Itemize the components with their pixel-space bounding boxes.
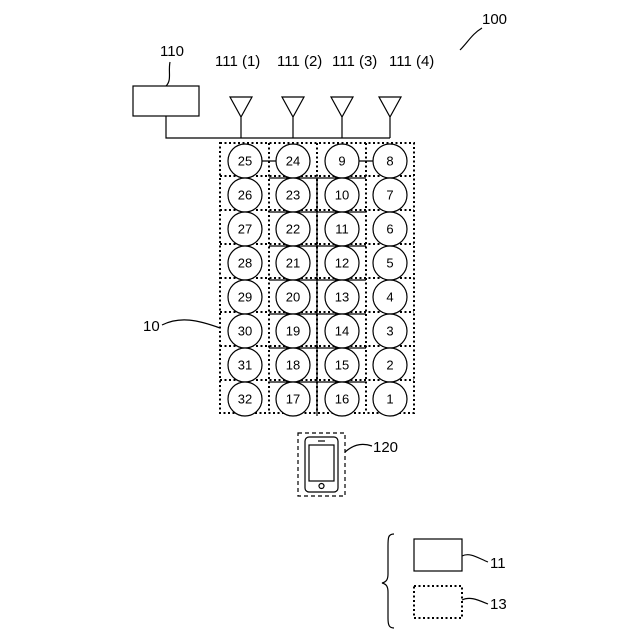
antenna-3-icon (331, 97, 353, 138)
antenna-2-icon (282, 97, 304, 138)
system-leader-line (460, 28, 482, 50)
cell-number: 12 (335, 256, 349, 271)
cell-number: 21 (286, 256, 300, 271)
cell-13: 13 (325, 280, 359, 314)
cell-1: 1 (373, 382, 407, 416)
antenna-1: 111 (1) (215, 53, 260, 138)
cell-23: 23 (276, 178, 310, 212)
cell-20: 20 (276, 280, 310, 314)
cell-28: 28 (228, 246, 262, 280)
cell-number: 29 (238, 290, 252, 305)
cell-number: 18 (286, 358, 300, 373)
cell-15: 15 (325, 348, 359, 382)
cell-29: 29 (228, 280, 262, 314)
cell-number: 8 (386, 154, 393, 169)
cell-5: 5 (373, 246, 407, 280)
cell-number: 15 (335, 358, 349, 373)
cell-number: 11 (335, 222, 349, 237)
cell-number: 2 (386, 358, 393, 373)
antenna-3: 111 (3) (331, 53, 377, 138)
cell-grid: 2524982623107272211628211252920134301914… (220, 143, 414, 416)
antenna-2-label: 111 (2) (277, 53, 322, 70)
cell-31: 31 (228, 348, 262, 382)
cell-26: 26 (228, 178, 262, 212)
cell-12: 12 (325, 246, 359, 280)
cell-number: 20 (286, 290, 300, 305)
area-label: 10 (143, 318, 160, 335)
legend-solid-leader-line (462, 555, 488, 562)
cell-number: 14 (335, 324, 349, 339)
cell-14: 14 (325, 314, 359, 348)
cell-number: 17 (286, 392, 300, 407)
cell-number: 28 (238, 256, 252, 271)
cell-number: 6 (386, 222, 393, 237)
cell-number: 31 (238, 358, 252, 373)
cell-number: 26 (238, 188, 252, 203)
legend-solid-label: 11 (490, 555, 506, 572)
controller-leader-line (166, 62, 170, 86)
cell-16: 16 (325, 382, 359, 416)
legend-dotted-leader-line (462, 598, 488, 604)
terminal-label: 120 (373, 439, 398, 456)
area-leader-line (162, 320, 220, 328)
antenna-2: 111 (2) (277, 53, 322, 138)
cell-number: 16 (335, 392, 349, 407)
controller-label: 110 (160, 43, 184, 60)
cell-11: 11 (325, 212, 359, 246)
cell-number: 23 (286, 188, 300, 203)
cell-27: 27 (228, 212, 262, 246)
cell-25: 25 (228, 144, 262, 178)
cell-22: 22 (276, 212, 310, 246)
antenna-4-label: 111 (4) (389, 53, 434, 70)
legend-brace (382, 534, 394, 628)
cell-number: 10 (335, 188, 349, 203)
antenna-4: 111 (4) (379, 53, 434, 138)
cell-number: 27 (238, 222, 252, 237)
cell-9: 9 (325, 144, 359, 178)
cell-number: 4 (386, 290, 393, 305)
antenna-bus-line (166, 116, 390, 138)
cell-number: 32 (238, 392, 252, 407)
cell-30: 30 (228, 314, 262, 348)
cell-32: 32 (228, 382, 262, 416)
cell-4: 4 (373, 280, 407, 314)
antenna-3-label: 111 (3) (332, 53, 377, 70)
cell-17: 17 (276, 382, 310, 416)
cell-number: 30 (238, 324, 252, 339)
system-label: 100 (482, 11, 507, 28)
controller-box (133, 86, 199, 116)
cell-10: 10 (325, 178, 359, 212)
cell-number: 19 (286, 324, 300, 339)
antenna-1-label: 111 (1) (215, 53, 260, 70)
legend-solid-box (414, 539, 462, 571)
cell-number: 3 (386, 324, 393, 339)
cell-24: 24 (276, 144, 310, 178)
cell-number: 5 (386, 256, 393, 271)
smartphone-icon (305, 437, 338, 492)
cell-number: 1 (386, 392, 393, 407)
legend-dotted-box (414, 586, 462, 618)
cell-19: 19 (276, 314, 310, 348)
cell-3: 3 (373, 314, 407, 348)
terminal-leader-line (345, 444, 372, 452)
cell-8: 8 (373, 144, 407, 178)
cell-21: 21 (276, 246, 310, 280)
cell-number: 22 (286, 222, 300, 237)
cell-number: 9 (338, 154, 345, 169)
cell-6: 6 (373, 212, 407, 246)
cell-2: 2 (373, 348, 407, 382)
legend-dotted-label: 13 (490, 596, 507, 613)
antenna-4-icon (379, 97, 401, 138)
cell-number: 13 (335, 290, 349, 305)
cell-number: 25 (238, 154, 252, 169)
cell-18: 18 (276, 348, 310, 382)
antenna-1-icon (230, 97, 252, 138)
cell-number: 24 (286, 154, 300, 169)
cell-7: 7 (373, 178, 407, 212)
cell-number: 7 (386, 188, 393, 203)
